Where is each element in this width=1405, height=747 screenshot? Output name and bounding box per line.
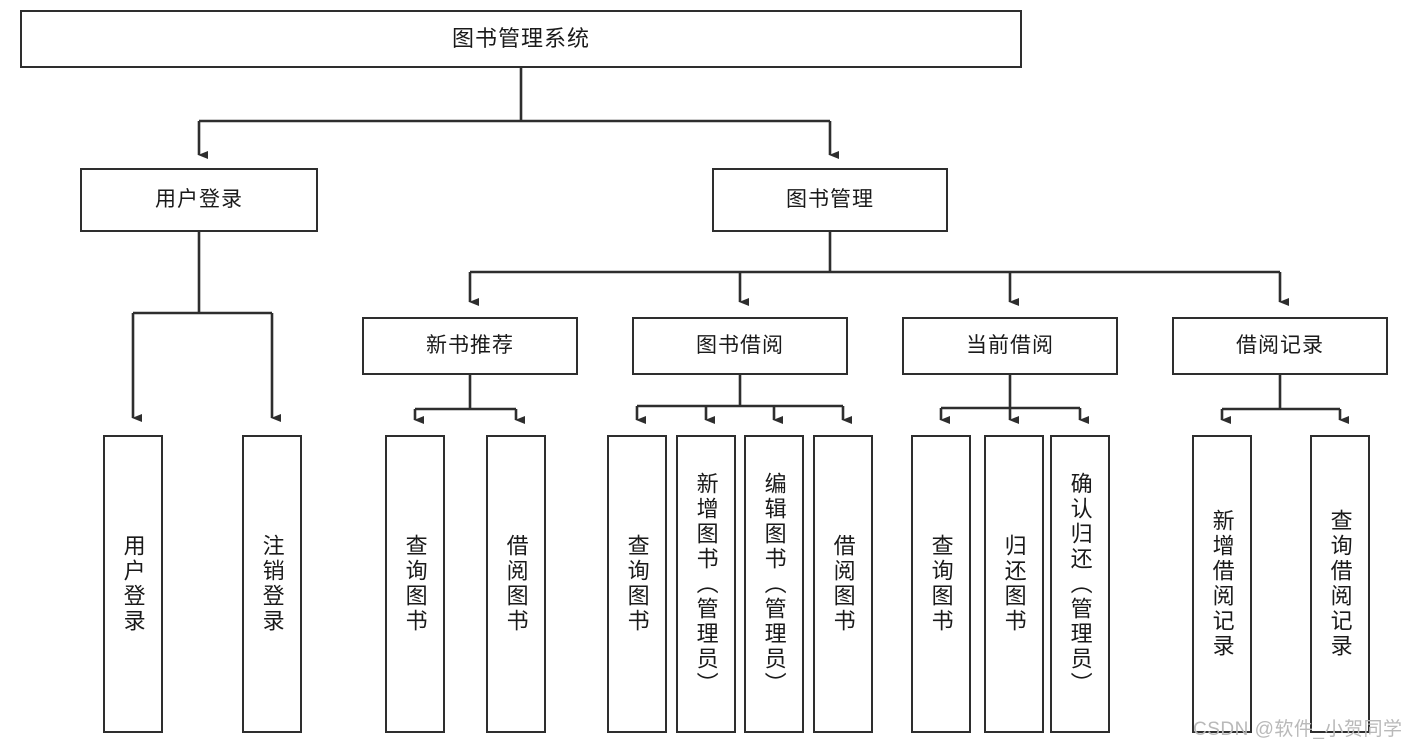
node-leaf-borrow-book-1[interactable]: 借阅图书 [486, 435, 546, 733]
node-leaf-query-book-1-label: 查询图书 [402, 534, 428, 634]
node-borrow-record[interactable]: 借阅记录 [1172, 317, 1388, 375]
node-leaf-add-record-label: 新增借阅记录 [1209, 509, 1235, 659]
node-leaf-user-login-label: 用户登录 [120, 534, 146, 634]
node-leaf-add-book[interactable]: 新增图书（管理员） [676, 435, 736, 733]
node-leaf-user-login[interactable]: 用户登录 [103, 435, 163, 733]
node-leaf-edit-book[interactable]: 编辑图书（管理员） [744, 435, 804, 733]
node-leaf-add-book-label: 新增图书（管理员） [693, 471, 719, 697]
node-root-label: 图书管理系统 [451, 25, 590, 51]
node-borrow-record-label: 借阅记录 [1236, 334, 1324, 358]
edges-root-to-level2 [197, 68, 839, 159]
node-leaf-user-logout-label: 注销登录 [259, 534, 285, 634]
node-book-borrow-label: 图书借阅 [696, 334, 784, 358]
node-leaf-return-book[interactable]: 归还图书 [984, 435, 1044, 733]
node-leaf-query-book-3-label: 查询图书 [928, 534, 954, 634]
node-leaf-query-book-3[interactable]: 查询图书 [911, 435, 971, 733]
node-leaf-query-book-1[interactable]: 查询图书 [385, 435, 445, 733]
node-current-borrow-label: 当前借阅 [966, 334, 1054, 358]
node-leaf-user-logout[interactable]: 注销登录 [242, 435, 302, 733]
node-book-borrow[interactable]: 图书借阅 [632, 317, 848, 375]
node-leaf-add-record[interactable]: 新增借阅记录 [1192, 435, 1252, 733]
node-leaf-confirm-return[interactable]: 确认归还（管理员） [1050, 435, 1110, 733]
node-leaf-edit-book-label: 编辑图书（管理员） [761, 471, 787, 697]
edges-user-login-to-leaves [131, 232, 281, 422]
node-current-borrow[interactable]: 当前借阅 [902, 317, 1118, 375]
edges-book-manage-to-level3 [468, 232, 1289, 306]
node-leaf-query-record-label: 查询借阅记录 [1327, 509, 1353, 659]
node-user-login-label: 用户登录 [155, 188, 243, 212]
node-leaf-borrow-book-1-label: 借阅图书 [503, 534, 529, 634]
node-leaf-query-book-2[interactable]: 查询图书 [607, 435, 667, 733]
node-root[interactable]: 图书管理系统 [20, 10, 1022, 68]
csdn-watermark: CSDN @软件_小贺同学 [1193, 719, 1403, 740]
node-leaf-confirm-return-label: 确认归还（管理员） [1067, 471, 1093, 697]
node-book-manage-label: 图书管理 [786, 188, 874, 212]
node-book-manage[interactable]: 图书管理 [712, 168, 948, 232]
edges-current-borrow-to-leaves [939, 375, 1089, 424]
node-leaf-borrow-book-2-label: 借阅图书 [830, 534, 856, 634]
node-new-book-rec[interactable]: 新书推荐 [362, 317, 578, 375]
node-leaf-query-record[interactable]: 查询借阅记录 [1310, 435, 1370, 733]
edges-new-book-rec-to-leaves [413, 375, 525, 424]
edges-book-borrow-to-leaves [635, 375, 852, 424]
node-user-login[interactable]: 用户登录 [80, 168, 318, 232]
node-leaf-return-book-label: 归还图书 [1001, 534, 1027, 634]
edges-borrow-record-to-leaves [1220, 375, 1349, 424]
node-leaf-borrow-book-2[interactable]: 借阅图书 [813, 435, 873, 733]
node-new-book-rec-label: 新书推荐 [426, 334, 514, 358]
node-leaf-query-book-2-label: 查询图书 [624, 534, 650, 634]
